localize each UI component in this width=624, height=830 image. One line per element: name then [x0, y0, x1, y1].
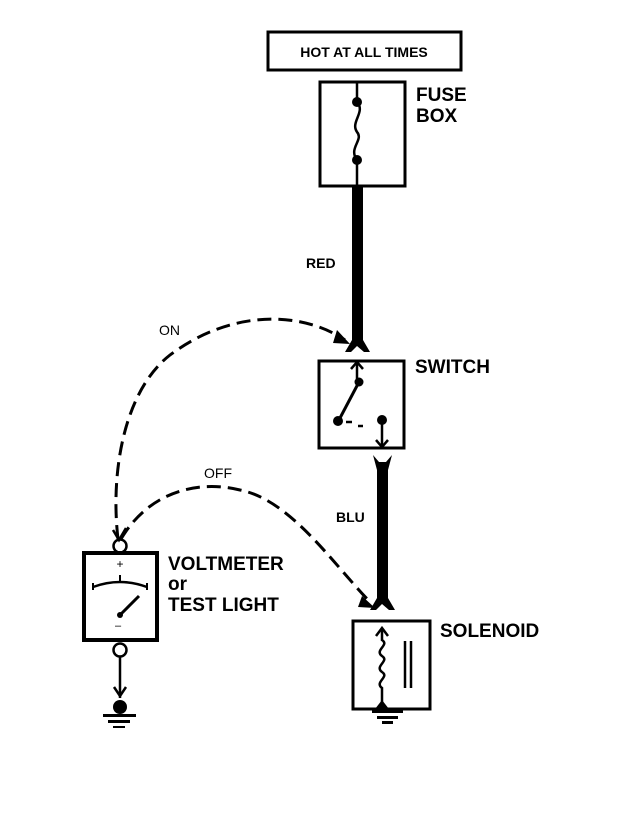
power-source-label-box: HOT AT ALL TIMES	[266, 30, 463, 72]
meter-label-line2: or	[168, 574, 188, 595]
off-probe-arrow-icon	[358, 596, 375, 608]
meter-minus-mark: –	[115, 620, 122, 632]
blu-wire-label: BLU	[336, 509, 365, 525]
switch-blade-icon	[338, 381, 361, 419]
voltmeter: + –	[82, 538, 159, 699]
solenoid-ground-icon	[372, 710, 403, 724]
on-probe-path	[114, 317, 346, 540]
off-probe-label: OFF	[204, 465, 232, 481]
meter-ground-icon	[103, 700, 136, 728]
off-probe-path	[119, 485, 372, 604]
blu-wire	[377, 462, 388, 600]
meter-plus-mark: +	[116, 557, 123, 571]
solenoid	[351, 619, 432, 711]
on-probe-label: ON	[159, 322, 180, 338]
switch	[317, 359, 406, 450]
red-wire-connector	[345, 340, 370, 352]
fuse-box	[318, 80, 407, 188]
power-source-label: HOT AT ALL TIMES	[300, 44, 428, 60]
meter-needle-icon	[119, 594, 141, 616]
solenoid-label: SOLENOID	[440, 621, 539, 642]
fuse-element-icon	[352, 101, 362, 161]
fuse-box-label-line2: BOX	[416, 106, 458, 127]
fuse-box-label-line1: FUSE	[416, 85, 467, 106]
meter-label-line3: TEST LIGHT	[168, 595, 279, 616]
meter-label-line1: VOLTMETER	[168, 554, 284, 575]
switch-label: SWITCH	[415, 357, 490, 378]
red-wire	[352, 186, 363, 341]
meter-negative-terminal	[112, 642, 128, 658]
meter-positive-terminal	[112, 538, 128, 554]
red-wire-label: RED	[306, 255, 336, 271]
on-probe-arrow-icon	[333, 330, 350, 344]
solenoid-coil-icon	[378, 628, 386, 708]
blu-wire-connector-bottom	[370, 598, 395, 610]
